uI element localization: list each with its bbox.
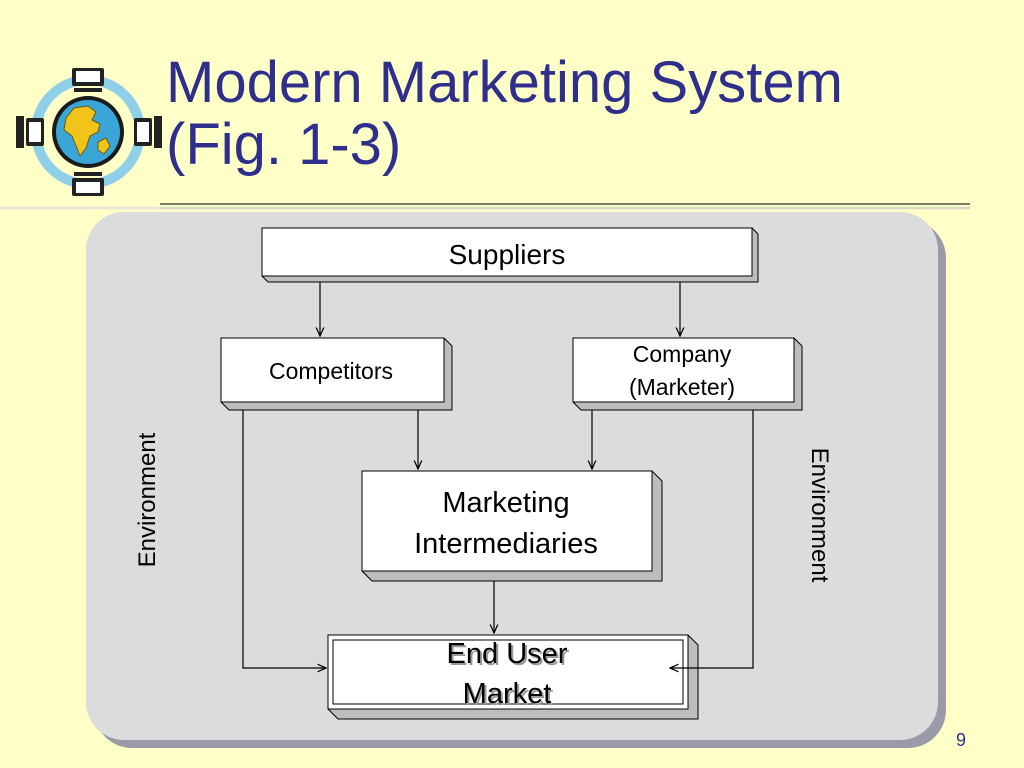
edge-company-to-end-user [670, 410, 754, 668]
slide-title-line-2: (Fig. 1-3) [166, 112, 402, 177]
node-intermediaries-label-line-1: Marketing [442, 487, 569, 519]
node-end-user-market: End User End User Market Market [327, 634, 699, 720]
environment-label-right: Environment [806, 448, 833, 583]
node-end-user-label-line-1: End User [447, 638, 568, 670]
node-company-label-line-1: Company [633, 341, 732, 367]
node-competitors-label: Competitors [269, 358, 393, 384]
node-marketing-intermediaries: Marketing Intermediaries [361, 470, 663, 582]
node-end-user-label-line-2: Market [463, 678, 552, 710]
node-company: Company (Marketer) [572, 337, 803, 411]
node-competitors: Competitors [220, 337, 453, 411]
node-end-user-shadow-line-1: End User [449, 640, 570, 672]
title-underline [0, 203, 970, 210]
slide-title-line-1: Modern Marketing System [166, 50, 843, 115]
node-suppliers-label: Suppliers [449, 239, 566, 270]
node-suppliers: Suppliers [261, 227, 759, 283]
node-intermediaries-label-line-2: Intermediaries [414, 528, 598, 560]
globe-logo-icon [14, 66, 164, 198]
node-end-user-shadow-line-2: Market [465, 680, 554, 712]
page-number: 9 [955, 730, 966, 750]
edge-competitors-to-end-user [242, 410, 326, 668]
slide-title: Modern Marketing System (Fig. 1-3) [166, 52, 986, 176]
environment-label-left: Environment [134, 432, 161, 567]
node-company-label-line-2: (Marketer) [629, 374, 735, 400]
